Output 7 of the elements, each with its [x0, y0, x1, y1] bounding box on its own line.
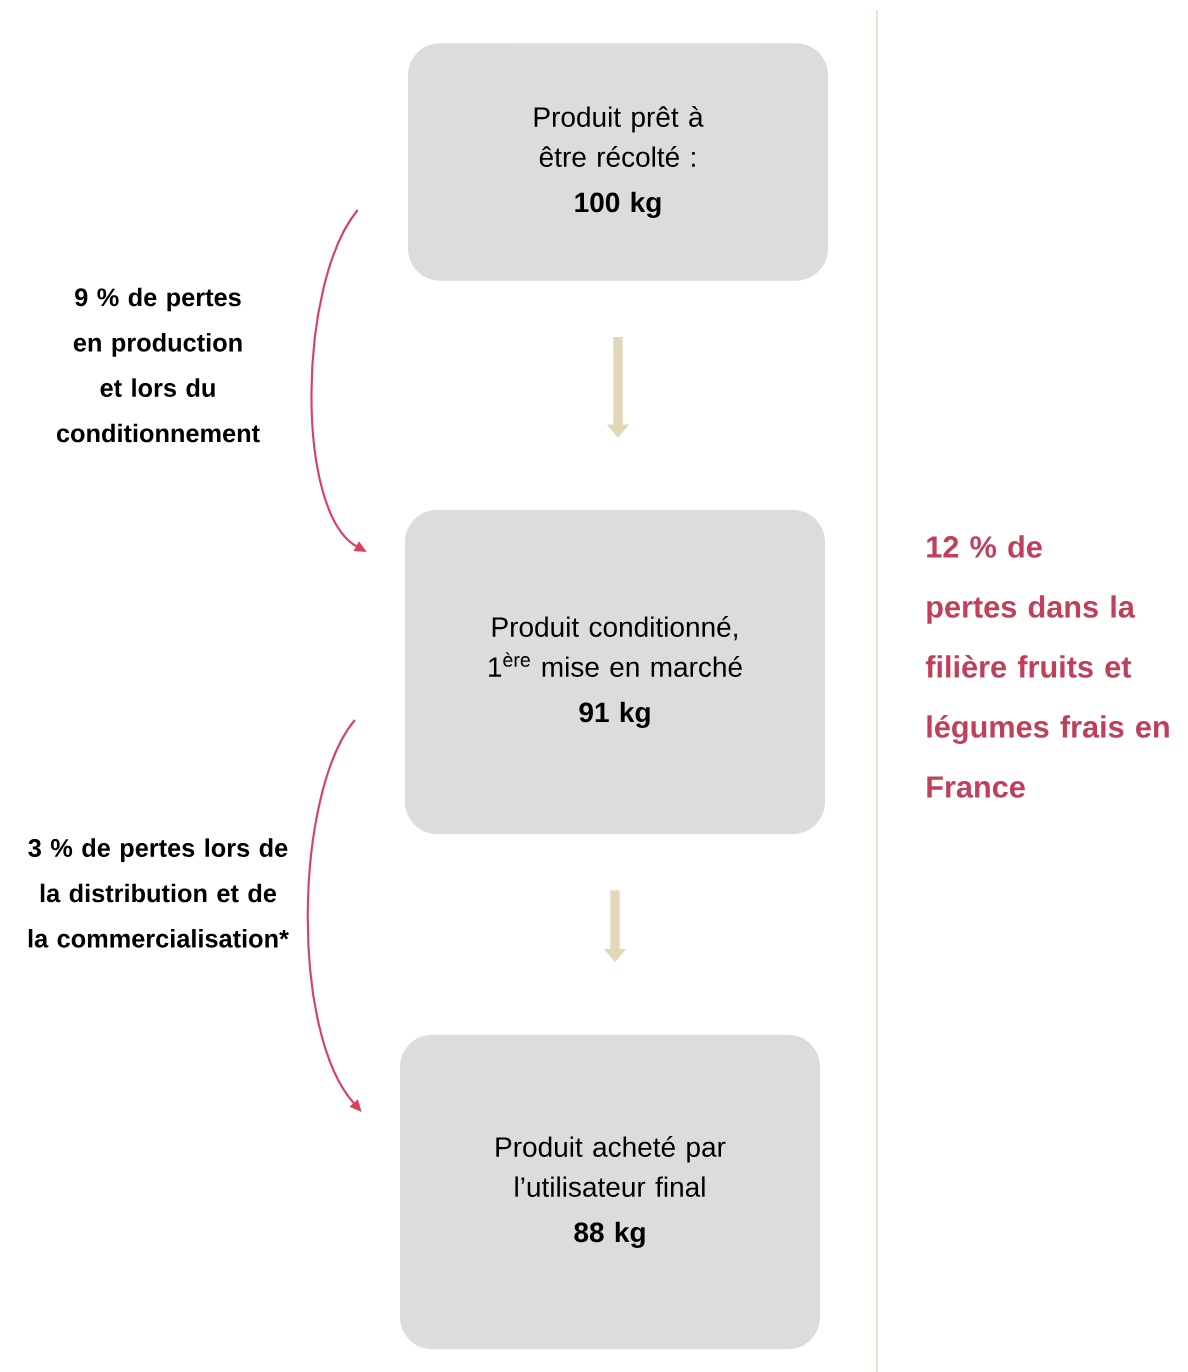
process-box: Produit prêt à être récolté : 100 kg [408, 43, 828, 281]
process-box: Produit acheté par l’utilisateur final 88 kg [400, 1034, 820, 1350]
process-box: Produit conditionné, 1$^{ère}$ mise en marché 91 kg [405, 510, 825, 834]
edge-label: 3 % de pertes lors de la distribution et de la commercialisation* [28, 838, 289, 948]
note-text: 12 % de pertes dans la filière fruits et légumes frais en France [925, 535, 1169, 798]
curved-arrow [306, 719, 362, 1112]
edge-label: 9 % de pertes en production et lors du conditionnement [56, 287, 260, 443]
